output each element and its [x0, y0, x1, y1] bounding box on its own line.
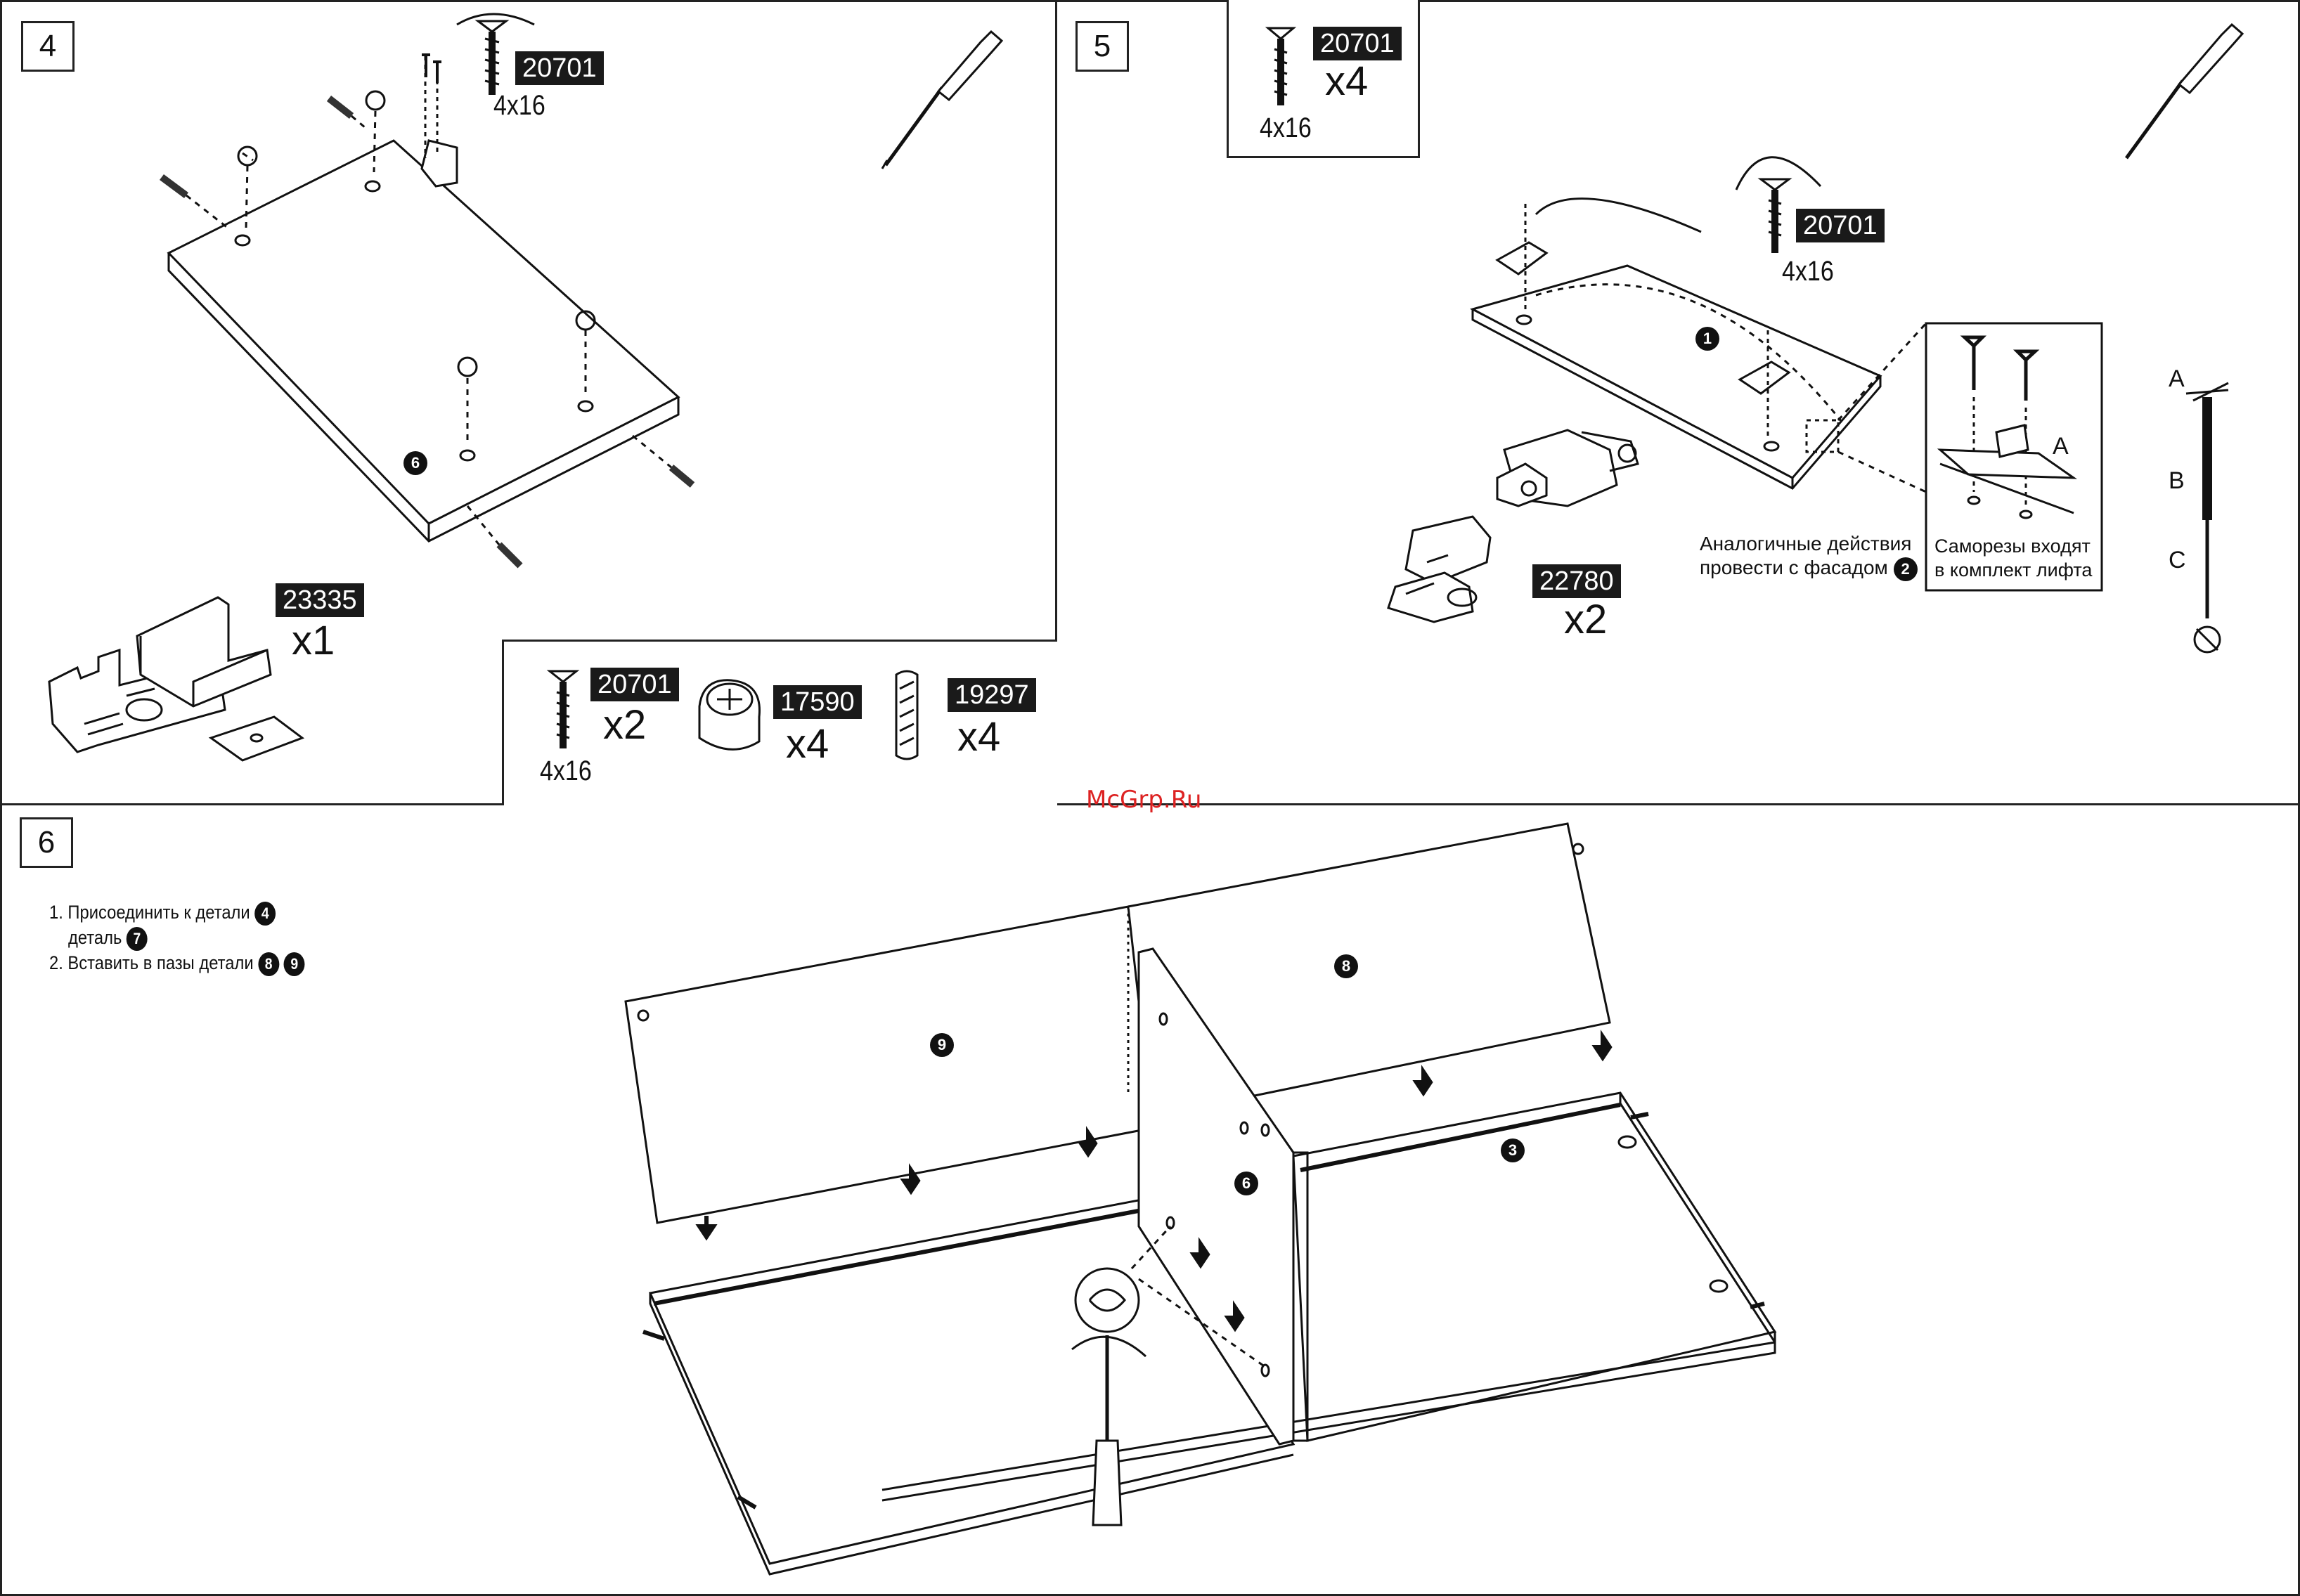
part-badge-6b: 6 [1234, 1172, 1258, 1195]
cam-zoom-circle [1075, 1269, 1139, 1332]
part-badge-3: 3 [1501, 1138, 1525, 1162]
part-badge-9: 9 [930, 1033, 954, 1057]
part-badge-8: 8 [1334, 954, 1358, 978]
shelf-panel-3 [1293, 1093, 1775, 1441]
back-panel-9 [626, 907, 1153, 1223]
